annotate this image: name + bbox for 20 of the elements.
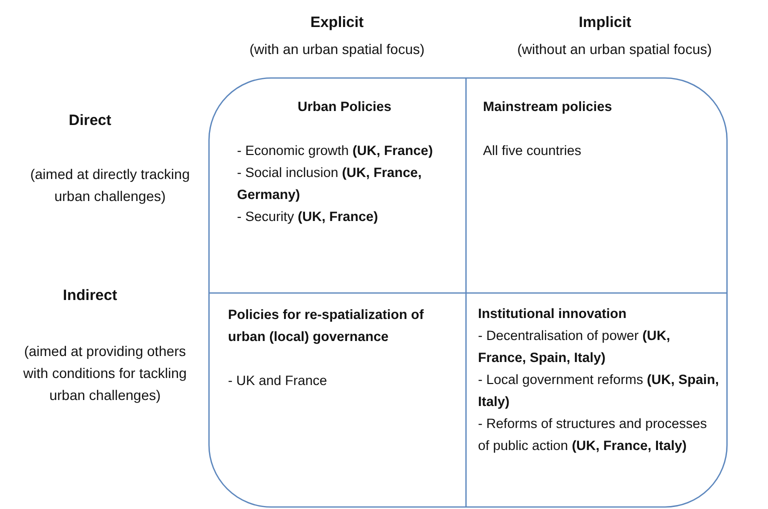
list-item: - Decentralisation of power (UK, France, Spain, Italy): [478, 327, 672, 367]
list-item: - Economic growth (UK, France): [237, 142, 433, 160]
column-subheading: (with an urban spatial focus): [248, 40, 426, 59]
quadrant-heading: Mainstream policies: [483, 98, 612, 116]
column-heading: Explicit: [309, 13, 365, 33]
list-item: All five countries: [483, 142, 582, 160]
row-subheading: (aimed at providing others with conditions for tackling urban challenges): [22, 342, 188, 405]
list-item: - Reforms of structures and processes of public action (UK, France, Italy): [478, 415, 708, 455]
column-heading: Implicit: [578, 13, 632, 33]
list-item: - Social inclusion (UK, France, Germany): [237, 164, 423, 204]
list-item: - Local government reforms (UK, Spain, Italy): [478, 371, 720, 411]
row-heading: Indirect: [62, 286, 118, 306]
quadrant-heading: Institutional innovation: [478, 305, 626, 323]
quadrant-heading: Urban Policies: [298, 98, 392, 116]
row-heading: Direct: [68, 111, 112, 131]
row-subheading: (aimed at directly tracking urban challenges): [29, 165, 191, 206]
column-subheading: (without an urban spatial focus): [516, 40, 713, 59]
quadrant-heading: Policies for re-spatialization of urban (local) governance: [228, 306, 425, 346]
list-item: - UK and France: [228, 372, 328, 390]
list-item: - Security (UK, France): [237, 208, 378, 226]
